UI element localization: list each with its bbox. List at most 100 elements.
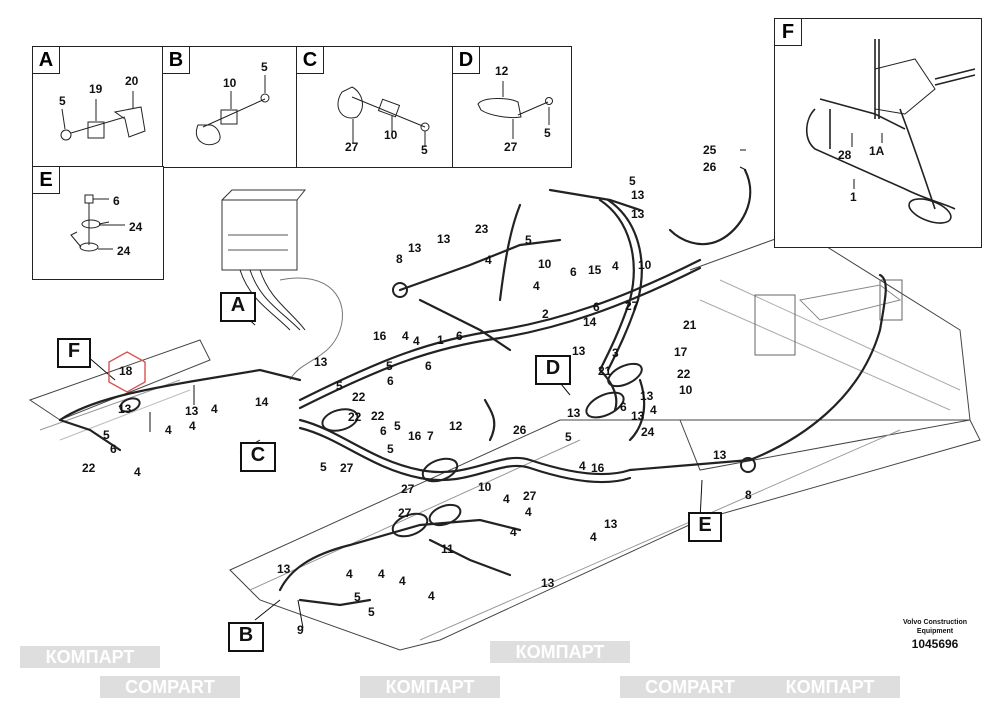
- callout-number: 6: [593, 300, 600, 314]
- callout-number: 13: [185, 404, 199, 418]
- watermark-text: КОМПАРТ: [786, 677, 875, 697]
- callout: 19: [89, 82, 103, 96]
- highlight-label[interactable]: 18: [119, 364, 133, 378]
- callout-number: 22: [352, 390, 366, 404]
- harness-lower: [298, 418, 632, 476]
- callout-number: 4: [612, 259, 619, 273]
- callout-number: 7: [427, 429, 434, 443]
- callout-number: 11: [441, 542, 454, 556]
- callout-number: 5: [354, 590, 361, 604]
- callout-number: 22: [82, 461, 96, 475]
- callout-number: 6: [387, 374, 394, 388]
- callout-number: 5: [320, 460, 327, 474]
- chassis-right: [679, 229, 971, 471]
- callout-number: 13: [631, 409, 645, 423]
- callout-number: 4: [189, 419, 196, 433]
- callout-number: 4: [399, 574, 406, 588]
- harness-2: [598, 198, 635, 372]
- callout-number: 5: [368, 605, 375, 619]
- detail-tag-D[interactable]: D: [535, 355, 571, 385]
- callout-number: 10: [478, 480, 492, 494]
- watermark-text: КОМПАРТ: [516, 642, 605, 662]
- watermark-text: COMPART: [645, 677, 735, 697]
- callout-number: 24: [641, 425, 655, 439]
- callout: 5: [59, 94, 66, 108]
- detail-tag-E[interactable]: E: [688, 512, 722, 542]
- callout-number: 6: [380, 424, 387, 438]
- callout: 5: [421, 143, 428, 157]
- callout-number: 13: [631, 188, 645, 202]
- harness-bottom: [278, 518, 522, 592]
- callout-number: 13: [277, 562, 291, 576]
- callout-number: 4: [510, 525, 517, 539]
- callout-number: 6: [425, 359, 432, 373]
- detail-tag-F[interactable]: F: [57, 338, 91, 368]
- callout-number: 13: [640, 389, 654, 403]
- callout-number: 6: [620, 400, 627, 414]
- watermark-band: [360, 676, 500, 698]
- callout-number: 26: [703, 160, 717, 174]
- harness-left: [58, 368, 302, 422]
- callout: 24: [117, 244, 131, 258]
- callout-number: 21: [598, 364, 612, 378]
- control-box: [221, 199, 298, 271]
- callout-number: 4: [533, 279, 540, 293]
- callout-number: 16: [373, 329, 387, 343]
- callout-number: 5: [629, 174, 636, 188]
- inset-E-art: [70, 194, 125, 252]
- callout-number: 16: [591, 461, 605, 475]
- callout-number: 27: [401, 482, 415, 496]
- callout-number: 12: [449, 419, 463, 433]
- inset-D-letter: D: [453, 47, 480, 74]
- detail-tag-B[interactable]: B: [228, 622, 264, 652]
- callout-number: 21: [683, 318, 697, 332]
- callout-number: 5: [565, 430, 572, 444]
- watermark-text: КОМПАРТ: [46, 647, 135, 667]
- callout-number: 27: [398, 506, 412, 520]
- callout-number: 27: [523, 489, 537, 503]
- inset-A-letter: A: [33, 47, 60, 74]
- callout-number: 13: [314, 355, 328, 369]
- callout: 27: [345, 140, 359, 154]
- inset-C-art: [337, 86, 430, 147]
- callout-number: 5: [387, 442, 394, 456]
- chassis-lower: [229, 419, 981, 651]
- inset-B-art: [195, 75, 270, 146]
- callout-number: 6: [570, 265, 577, 279]
- inset-A: A 5 19 20: [32, 46, 164, 168]
- callout-number: 4: [590, 530, 597, 544]
- highlight-hexagon[interactable]: [105, 350, 149, 394]
- callout: 28: [838, 148, 852, 162]
- callout-number: 22: [348, 410, 362, 424]
- callout-number: 4: [402, 329, 409, 343]
- callout-number: 26: [513, 423, 527, 437]
- callout-number: 8: [396, 252, 403, 266]
- harness-E: [628, 273, 887, 472]
- callout-number: 4: [165, 423, 172, 437]
- callout: 27: [504, 140, 518, 154]
- callout-number: 15: [588, 263, 602, 277]
- callout-number: 13: [631, 207, 645, 221]
- callout: 10: [223, 76, 237, 90]
- callout-number: 5: [386, 359, 393, 373]
- callout-number: 13: [567, 406, 581, 420]
- callout-number: 14: [255, 395, 269, 409]
- callout-number: 4: [428, 589, 435, 603]
- callout-number: 27: [625, 299, 639, 313]
- callout-number: 4: [579, 459, 586, 473]
- callout: 12: [495, 64, 509, 78]
- watermark-band: [20, 646, 160, 668]
- inset-A-art: [60, 91, 146, 141]
- detail-tag-A[interactable]: A: [220, 292, 256, 322]
- callout-number: 17: [674, 345, 688, 359]
- callout-number: 9: [297, 623, 304, 637]
- callout-number: 4: [503, 492, 510, 506]
- detail-tag-C[interactable]: C: [240, 442, 276, 472]
- callout-number: 13: [572, 344, 586, 358]
- watermark-band: [490, 641, 630, 663]
- inset-C: C 27 10 5: [296, 46, 454, 168]
- callout-number: 6: [456, 329, 463, 343]
- callout-number: 10: [638, 258, 652, 272]
- callout: 20: [125, 74, 139, 88]
